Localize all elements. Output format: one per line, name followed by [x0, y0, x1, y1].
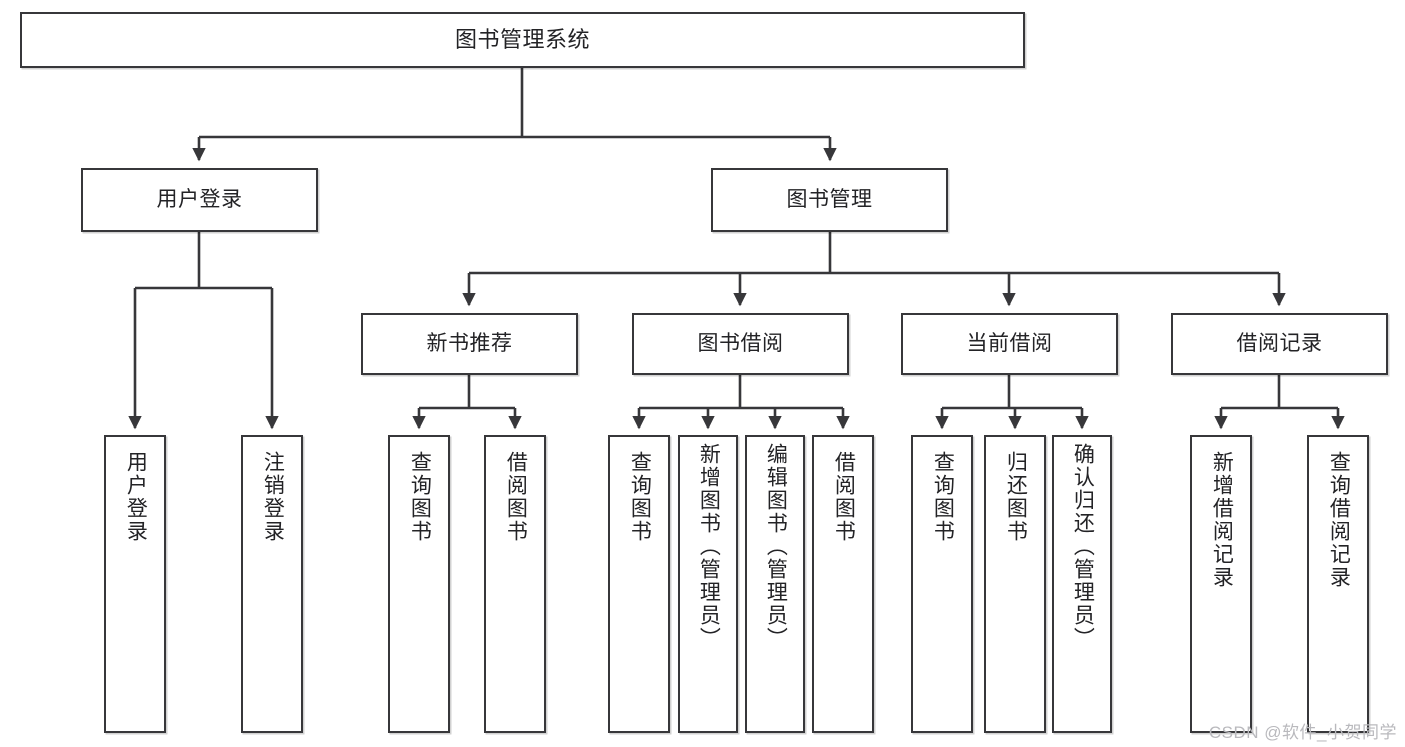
node-leaf-return-book[interactable]: 归还图书 [984, 435, 1046, 733]
node-current-borrow[interactable]: 当前借阅 [901, 313, 1118, 375]
node-leaf-edit-book-label: 编辑图书（管理员） [764, 443, 788, 650]
node-leaf-query-book-3[interactable]: 查询图书 [911, 435, 973, 733]
node-leaf-borrow-book-1[interactable]: 借阅图书 [484, 435, 546, 733]
node-leaf-add-record[interactable]: 新增借阅记录 [1190, 435, 1252, 733]
node-leaf-add-record-label: 新增借阅记录 [1210, 451, 1234, 589]
node-leaf-borrow-book-2-label: 借阅图书 [832, 451, 856, 543]
node-root[interactable]: 图书管理系统 [20, 12, 1025, 68]
node-new-book-rec-label: 新书推荐 [426, 331, 513, 355]
node-leaf-add-book-label: 新增图书（管理员） [697, 443, 721, 650]
node-leaf-query-book-3-label: 查询图书 [931, 451, 955, 543]
node-book-borrow-label: 图书借阅 [697, 331, 784, 355]
node-root-label: 图书管理系统 [454, 27, 590, 53]
node-leaf-return-book-label: 归还图书 [1004, 451, 1028, 543]
node-leaf-query-book-1-label: 查询图书 [408, 451, 432, 543]
node-leaf-confirm-return-label: 确认归还（管理员） [1071, 443, 1095, 650]
node-leaf-logout-label: 注销登录 [261, 451, 285, 543]
node-leaf-user-login[interactable]: 用户登录 [104, 435, 166, 733]
node-book-manage[interactable]: 图书管理 [711, 168, 948, 232]
node-leaf-query-book-1[interactable]: 查询图书 [388, 435, 450, 733]
node-leaf-borrow-book-1-label: 借阅图书 [504, 451, 528, 543]
node-leaf-edit-book[interactable]: 编辑图书（管理员） [745, 435, 805, 733]
watermark: CSDN @软件_小贺同学 [1208, 723, 1397, 742]
node-current-borrow-label: 当前借阅 [966, 331, 1053, 355]
node-user-login-label: 用户登录 [156, 187, 243, 211]
node-leaf-query-record[interactable]: 查询借阅记录 [1307, 435, 1369, 733]
node-leaf-query-book-2-label: 查询图书 [628, 451, 652, 543]
node-new-book-rec[interactable]: 新书推荐 [361, 313, 578, 375]
node-leaf-confirm-return[interactable]: 确认归还（管理员） [1052, 435, 1112, 733]
node-leaf-logout[interactable]: 注销登录 [241, 435, 303, 733]
node-leaf-query-record-label: 查询借阅记录 [1327, 451, 1351, 589]
node-leaf-add-book[interactable]: 新增图书（管理员） [678, 435, 738, 733]
node-leaf-user-login-label: 用户登录 [124, 451, 148, 543]
node-borrow-record[interactable]: 借阅记录 [1171, 313, 1388, 375]
node-leaf-borrow-book-2[interactable]: 借阅图书 [812, 435, 874, 733]
node-book-borrow[interactable]: 图书借阅 [632, 313, 849, 375]
node-borrow-record-label: 借阅记录 [1236, 331, 1323, 355]
node-book-manage-label: 图书管理 [786, 187, 873, 211]
node-leaf-query-book-2[interactable]: 查询图书 [608, 435, 670, 733]
node-user-login[interactable]: 用户登录 [81, 168, 318, 232]
